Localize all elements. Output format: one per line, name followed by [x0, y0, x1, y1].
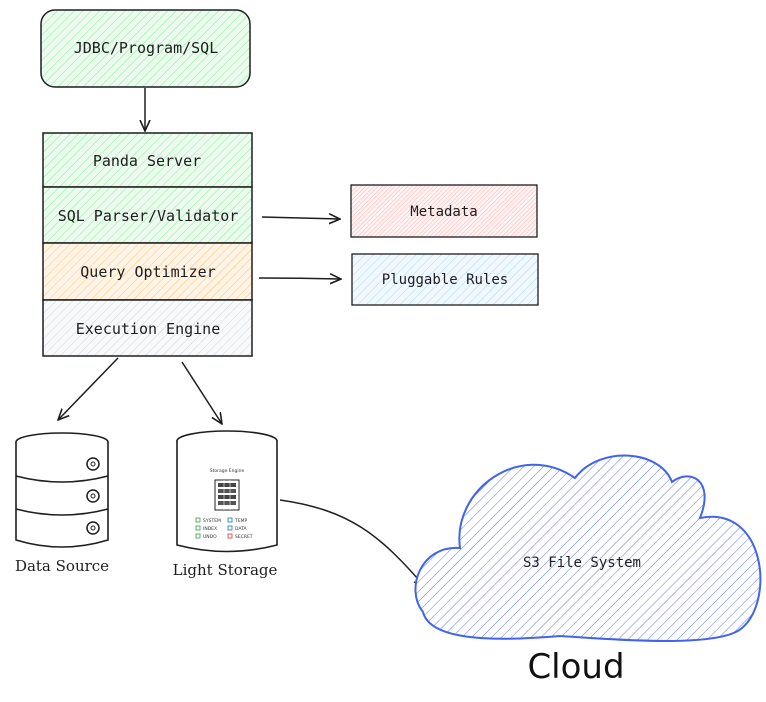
pluggable-rules-box: Pluggable Rules [351, 253, 539, 306]
data-source-label: Data Source [15, 557, 109, 575]
cloud-title: Cloud [527, 647, 624, 687]
execution-engine-box: Execution Engine [42, 299, 253, 357]
panda-server-box: Panda Server [42, 132, 253, 188]
client-label: JDBC/Program/SQL [74, 39, 219, 57]
legend-data: DATA [235, 526, 248, 532]
client-box: JDBC/Program/SQL [40, 9, 251, 88]
metadata-label: Metadata [410, 204, 477, 220]
s3-cloud-shape: S3 File System [414, 454, 762, 642]
data-source-icon [15, 432, 109, 548]
sql-parser-box: SQL Parser/Validator [42, 186, 253, 244]
arrow-parser-to-metadata [261, 217, 340, 219]
execution-engine-label: Execution Engine [76, 320, 221, 338]
query-optimizer-label: Query Optimizer [80, 263, 215, 281]
light-storage-label: Light Storage [173, 561, 278, 579]
arrow-engine-to-light-storage [181, 361, 222, 424]
s3-file-system-label: S3 File System [523, 555, 641, 571]
legend-index: INDEX [203, 526, 217, 532]
storage-legend: SYSTEM TEMP INDEX DATA UNDO SECRET [195, 517, 253, 540]
sql-parser-label: SQL Parser/Validator [58, 207, 239, 225]
legend-secret: SECRET [235, 534, 253, 540]
legend-undo: UNDO [203, 534, 217, 540]
light-storage-icon: Storage Engine SYSTEM TEMP INDEX DATA UN… [176, 430, 278, 553]
arrow-light-storage-to-cloud [279, 499, 425, 587]
metadata-box: Metadata [350, 184, 538, 238]
legend-system: SYSTEM [203, 518, 221, 524]
arrow-engine-to-data-source [58, 357, 119, 420]
arrow-optimizer-to-rules [258, 278, 341, 279]
legend-temp: TEMP [234, 518, 247, 524]
storage-engine-grid-icon [214, 479, 240, 511]
pluggable-rules-label: Pluggable Rules [382, 272, 508, 288]
storage-engine-title: Storage Engine [210, 468, 245, 474]
panda-server-label: Panda Server [93, 152, 201, 170]
query-optimizer-box: Query Optimizer [42, 242, 253, 301]
